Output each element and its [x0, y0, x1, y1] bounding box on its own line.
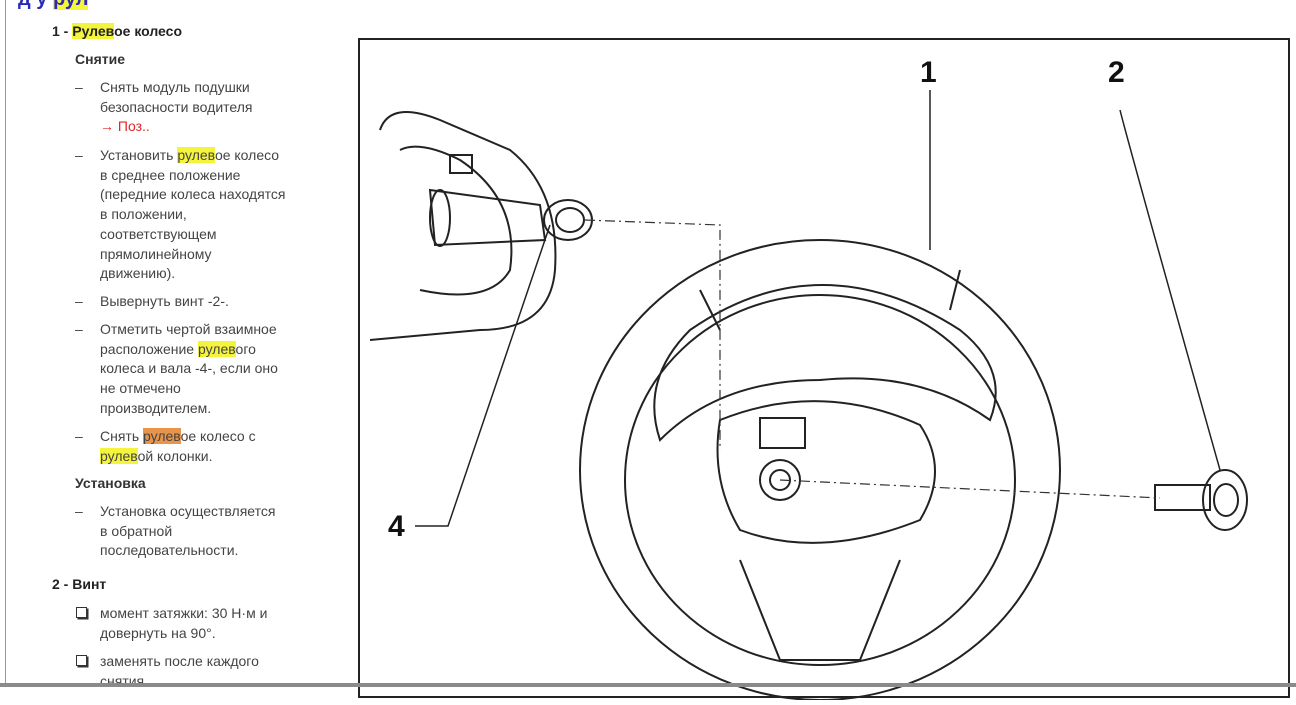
text-segment: Установка осуществляется: [100, 503, 276, 519]
search-highlight: рулев: [197, 341, 236, 357]
text-line: движению).: [100, 263, 175, 283]
text-line: (передние колеса находятся: [100, 184, 286, 204]
text-segment: ого: [235, 341, 256, 357]
text-segment: колеса и вала -4-, если оно: [100, 360, 278, 376]
text-segment: ое колесо: [214, 147, 280, 163]
text-segment: Снятие: [75, 51, 125, 67]
text-segment: последовательности.: [100, 542, 239, 558]
text-segment: ой колонки.: [137, 448, 213, 464]
text-segment: 1 -: [52, 23, 73, 39]
search-highlight: рулев: [177, 147, 215, 163]
text-line: заменять после каждого: [100, 651, 259, 671]
text-segment: 2 - Винт: [52, 576, 107, 592]
text-segment: расположение: [100, 341, 198, 357]
search-highlight: Рулев: [72, 23, 115, 39]
text-segment: Снять: [100, 428, 144, 444]
text-line: Установка осуществляется: [100, 501, 275, 521]
text-segment: движению).: [100, 265, 176, 281]
text-segment: ое колесо: [114, 23, 182, 39]
text-segment: прямолинейному: [100, 246, 212, 262]
text-segment: безопасности водителя: [100, 99, 253, 115]
text-line: Снять рулевое колесо с: [100, 426, 256, 446]
diagram-illustration: 1 2 4: [369, 56, 1248, 701]
bullet-dash: –: [75, 79, 83, 95]
bullet-dash: –: [75, 293, 83, 309]
bullet-dash: –: [75, 428, 83, 444]
text-segment: Установить: [100, 147, 178, 163]
window-bottom-edge: [0, 683, 1296, 687]
text-line: Вывернуть винт -2-.: [100, 291, 229, 311]
text-line: довернуть на 90°.: [100, 623, 216, 643]
text-segment: в среднее положение: [100, 167, 241, 183]
text-line: Установить рулевое колесо: [100, 145, 279, 165]
callout-label-2: 2: [1108, 56, 1125, 89]
text-segment: (передние колеса находятся: [100, 186, 286, 202]
text-line: момент затяжки: 30 Н·м и: [100, 603, 267, 623]
text-line: в среднее положение: [100, 165, 240, 185]
position-link[interactable]: → Поз..: [100, 118, 150, 134]
text-segment: Вывернуть винт -2-.: [100, 293, 229, 309]
text-line: не отмечено: [100, 378, 181, 398]
item-heading: 1 - Рулевое колесо: [52, 21, 182, 41]
text-line: в обратной: [100, 521, 172, 541]
text-segment: момент затяжки: 30 Н·м и: [100, 605, 268, 621]
checkbox-bullet-icon: [76, 607, 87, 618]
page-heading-fragment: д у рул: [18, 0, 89, 11]
callout-label-4: 4: [388, 510, 405, 543]
search-highlight-current: рулев: [143, 428, 181, 444]
text-segment: производителем.: [100, 400, 212, 416]
text-line: в положении,: [100, 204, 187, 224]
text-line: Снять модуль подушки: [100, 77, 250, 97]
subheading: Установка: [75, 473, 146, 493]
text-line: колеса и вала -4-, если оно: [100, 358, 278, 378]
text-line: Отметить чертой взаимное: [100, 319, 277, 339]
text-line: последовательности.: [100, 540, 238, 560]
text-segment: Снять модуль подушки: [100, 79, 250, 95]
text-segment: довернуть на 90°.: [100, 625, 216, 641]
subheading: Снятие: [75, 49, 125, 69]
text-segment: ое колесо с: [180, 428, 256, 444]
text-line: производителем.: [100, 398, 211, 418]
search-highlight: рулев: [100, 448, 138, 464]
steering-wheel-diagram: 1 2 4: [358, 38, 1290, 701]
item-heading: 2 - Винт: [52, 574, 106, 594]
text-line: рулевой колонки.: [100, 446, 213, 466]
text-segment: Отметить чертой взаимное: [100, 321, 277, 337]
text-line: прямолинейному: [100, 244, 212, 264]
bullet-dash: –: [75, 503, 83, 519]
text-segment: Установка: [75, 475, 146, 491]
text-segment: соответствующем: [100, 226, 217, 242]
text-segment: заменять после каждого: [100, 653, 259, 669]
text-line: соответствующем: [100, 224, 217, 244]
text-line: расположение рулевого: [100, 339, 256, 359]
text-segment: в положении,: [100, 206, 187, 222]
text-line: безопасности водителя: [100, 97, 252, 117]
text-line: снятия.: [100, 671, 148, 691]
checkbox-bullet-icon: [76, 655, 87, 666]
bullet-dash: –: [75, 321, 83, 337]
text-segment: в обратной: [100, 523, 173, 539]
callout-label-1: 1: [920, 56, 937, 89]
text-segment: не отмечено: [100, 380, 181, 396]
text-line: → Поз..: [100, 116, 150, 136]
panel-border: [5, 0, 6, 687]
bullet-dash: –: [75, 147, 83, 163]
